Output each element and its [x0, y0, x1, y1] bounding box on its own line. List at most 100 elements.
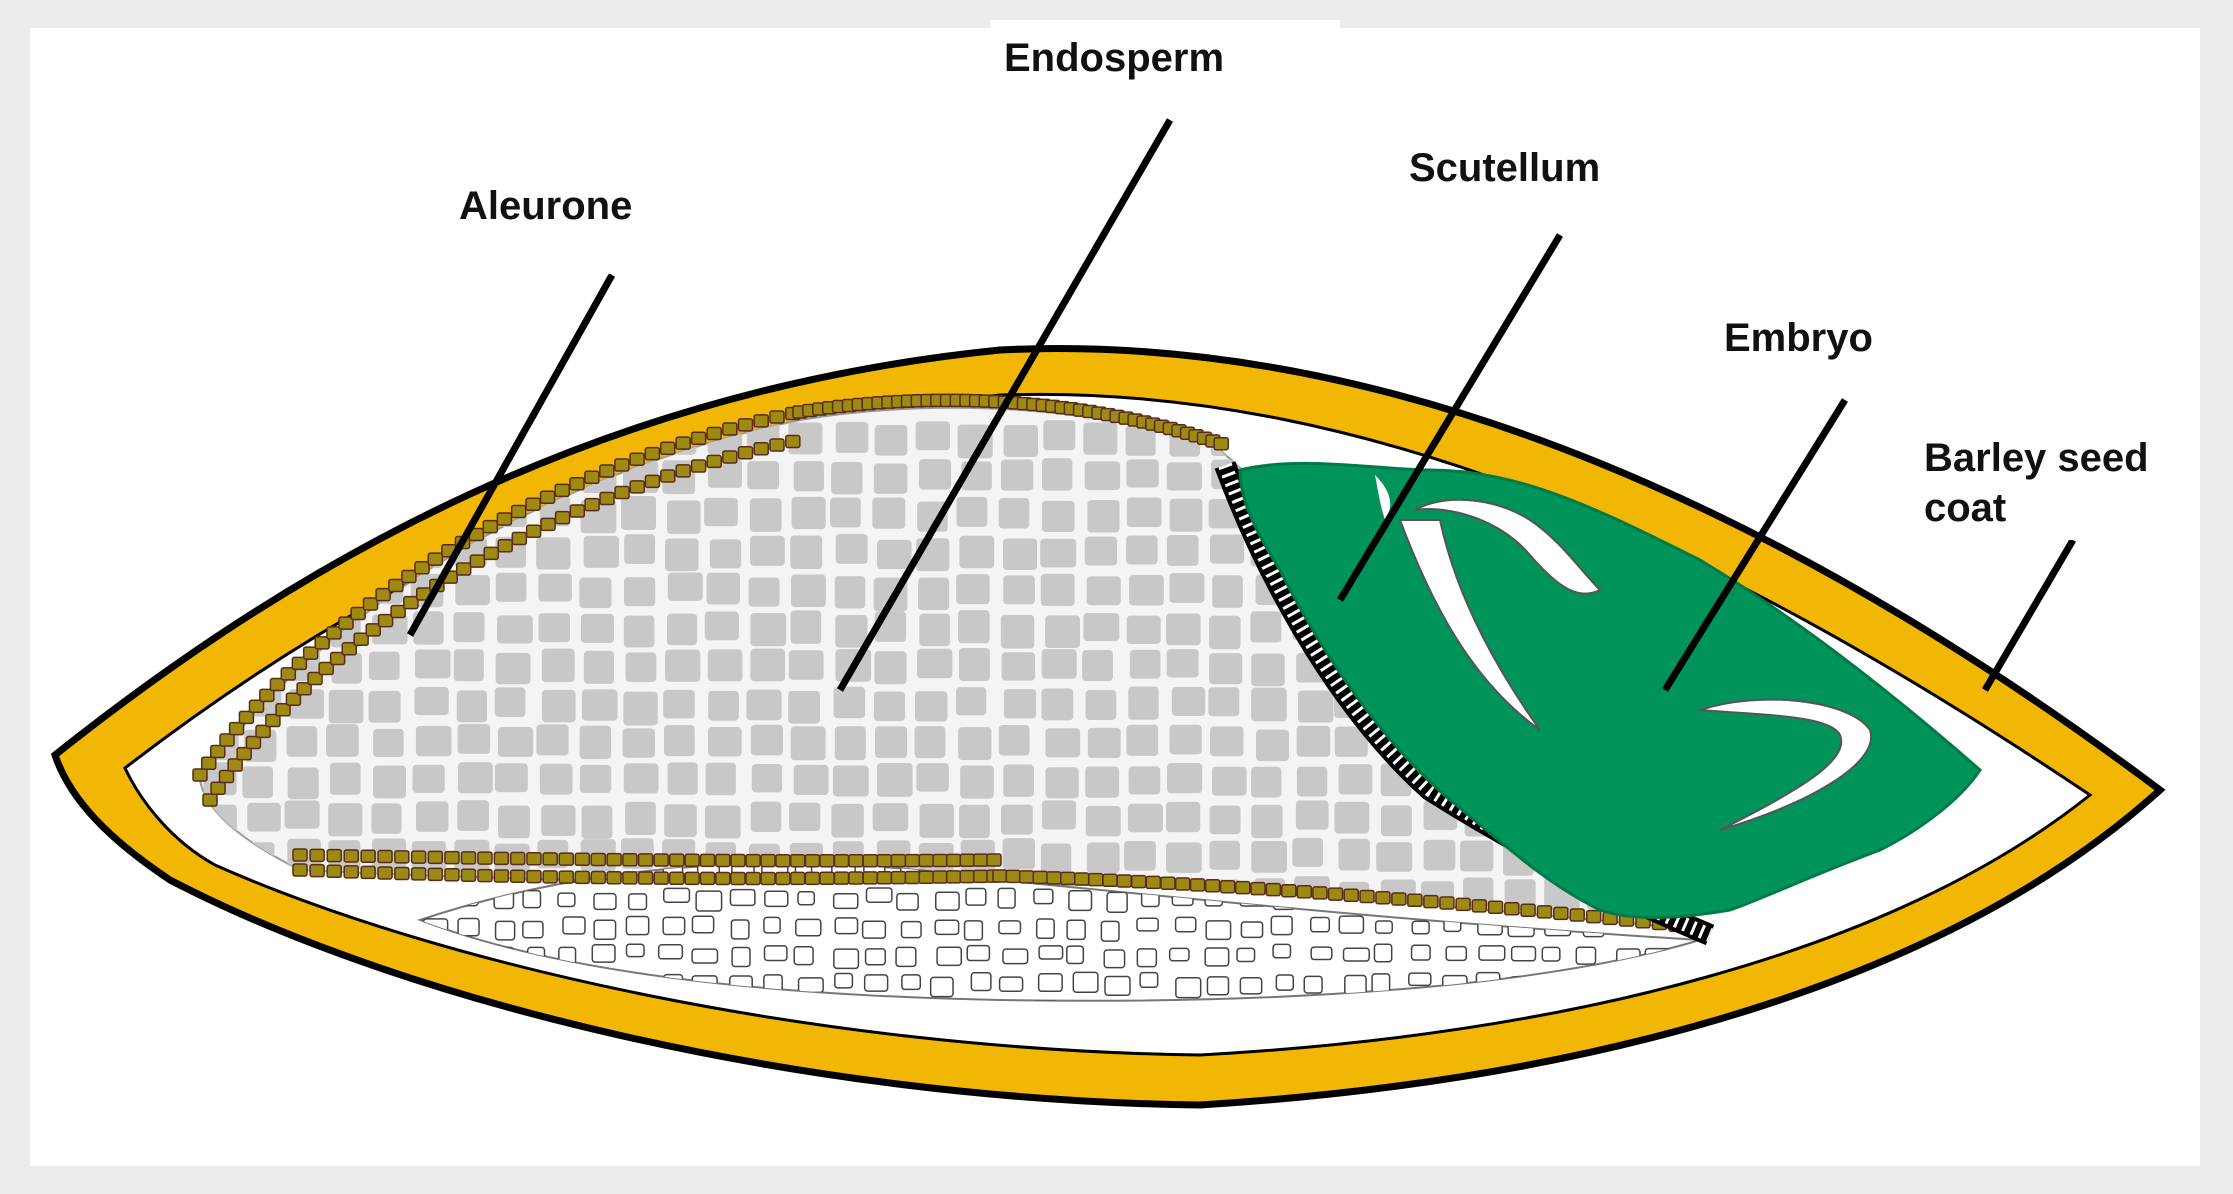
- endosperm-cell: [666, 613, 698, 646]
- endosperm-cell: [1040, 538, 1077, 568]
- aleurone-cell: [394, 850, 410, 864]
- seed-coat-label-line2: coat: [1924, 486, 2007, 530]
- endosperm-cell: [663, 725, 695, 757]
- endosperm-cell: [832, 765, 869, 797]
- aleurone-cell: [554, 483, 570, 498]
- endosperm-cell: [1085, 766, 1120, 798]
- endosperm-cell: [914, 691, 948, 722]
- aleurone-cell: [444, 850, 460, 865]
- aleurone-cell: [1073, 872, 1090, 886]
- endosperm-cell: [1338, 838, 1370, 871]
- lower-cell: [1106, 891, 1128, 913]
- endosperm-cell: [371, 803, 402, 834]
- aleurone-cell: [542, 870, 558, 884]
- endosperm-cell: [200, 539, 234, 570]
- endosperm-cell: [793, 461, 824, 492]
- endosperm-cell: [1208, 687, 1240, 717]
- endosperm-cell: [916, 763, 949, 792]
- aleurone-layer: [192, 393, 1701, 934]
- endosperm-cell: [663, 689, 695, 719]
- endosperm-cell: [1041, 800, 1077, 830]
- lower-cell: [1168, 947, 1190, 962]
- aleurone-cell: [1116, 874, 1133, 888]
- aleurone-cell: [309, 863, 325, 878]
- endosperm-cell: [1125, 425, 1156, 456]
- lower-cell: [1303, 975, 1323, 994]
- endosperm-cell: [709, 539, 742, 569]
- lower-cell: [834, 917, 859, 935]
- endosperm-cell: [1589, 420, 1623, 450]
- endosperm-cell: [1128, 686, 1159, 720]
- endosperm-cell: [1041, 500, 1075, 533]
- aleurone-cell: [238, 710, 255, 725]
- lower-cell: [1136, 948, 1158, 968]
- aleurone-cell: [622, 871, 638, 885]
- aleurone-cell: [745, 853, 761, 868]
- lower-cell: [1445, 945, 1468, 962]
- lower-cell: [522, 920, 544, 939]
- aleurone-cell: [558, 852, 575, 866]
- endosperm-cell: [665, 649, 701, 682]
- aleurone-cell: [1145, 875, 1162, 890]
- endosperm-cell: [917, 501, 948, 532]
- lower-cell: [797, 977, 824, 994]
- aleurone-cell: [245, 735, 262, 750]
- lower-cell: [1374, 920, 1393, 934]
- aleurone-cell: [259, 688, 275, 703]
- endosperm-cell: [284, 800, 320, 829]
- endosperm-cell: [329, 762, 361, 795]
- endosperm-cell: [1040, 843, 1072, 875]
- aleurone-cell: [569, 504, 586, 518]
- lower-cell: [901, 974, 922, 991]
- aleurone-cell: [401, 569, 417, 584]
- endosperm-cell: [959, 535, 995, 569]
- aleurone-cell: [1204, 879, 1221, 893]
- aleurone-cell: [690, 431, 707, 445]
- aleurone-cell: [227, 758, 243, 772]
- aleurone-cell: [574, 870, 591, 885]
- aleurone-cell: [209, 744, 226, 759]
- aleurone-cell: [753, 442, 769, 456]
- aleurone-cell: [510, 504, 527, 519]
- endosperm-cell: [625, 652, 657, 682]
- aleurone-cell: [848, 854, 864, 868]
- endosperm-cell: [790, 610, 822, 644]
- endosperm-cell: [1251, 653, 1285, 687]
- lower-cell: [1239, 977, 1263, 995]
- aleurone-cell: [918, 870, 935, 885]
- aleurone-cell: [1471, 899, 1488, 913]
- endosperm-cell: [1082, 650, 1113, 682]
- lower-cell: [1342, 947, 1370, 962]
- endosperm-cell: [831, 803, 864, 838]
- endosperm-cell: [1672, 424, 1700, 459]
- endosperm-cell: [1212, 575, 1243, 608]
- lower-cell: [1104, 975, 1131, 997]
- aleurone-cell: [1455, 897, 1471, 912]
- endosperm-cell: [750, 801, 782, 832]
- aleurone-cell: [362, 597, 379, 611]
- aleurone-cell: [314, 636, 330, 650]
- lower-cell: [1410, 944, 1431, 961]
- lower-cell: [1373, 943, 1393, 963]
- lower-cell: [1205, 920, 1232, 941]
- aleurone-cell: [745, 871, 761, 886]
- endosperm-cell: [1250, 611, 1282, 643]
- endosperm-cell: [960, 765, 994, 799]
- lower-cell: [695, 890, 723, 912]
- endosperm-cell: [1334, 801, 1370, 834]
- endosperm-cell: [831, 461, 863, 495]
- endosperm-cell: [1251, 766, 1282, 798]
- aleurone-cell: [375, 587, 391, 602]
- aleurone-cell: [228, 721, 245, 736]
- endosperm-cell: [200, 573, 236, 603]
- aleurone-cell: [280, 667, 297, 681]
- endosperm-cell: [1085, 689, 1117, 721]
- lower-cell: [1037, 973, 1063, 993]
- endosperm-cell: [1126, 724, 1159, 756]
- lower-cell: [562, 916, 586, 935]
- endosperm-cell: [538, 573, 572, 602]
- aleurone-cell: [365, 623, 381, 637]
- aleurone-cell: [1032, 870, 1048, 885]
- aleurone-cell: [469, 554, 486, 568]
- endosperm-cell: [957, 424, 993, 459]
